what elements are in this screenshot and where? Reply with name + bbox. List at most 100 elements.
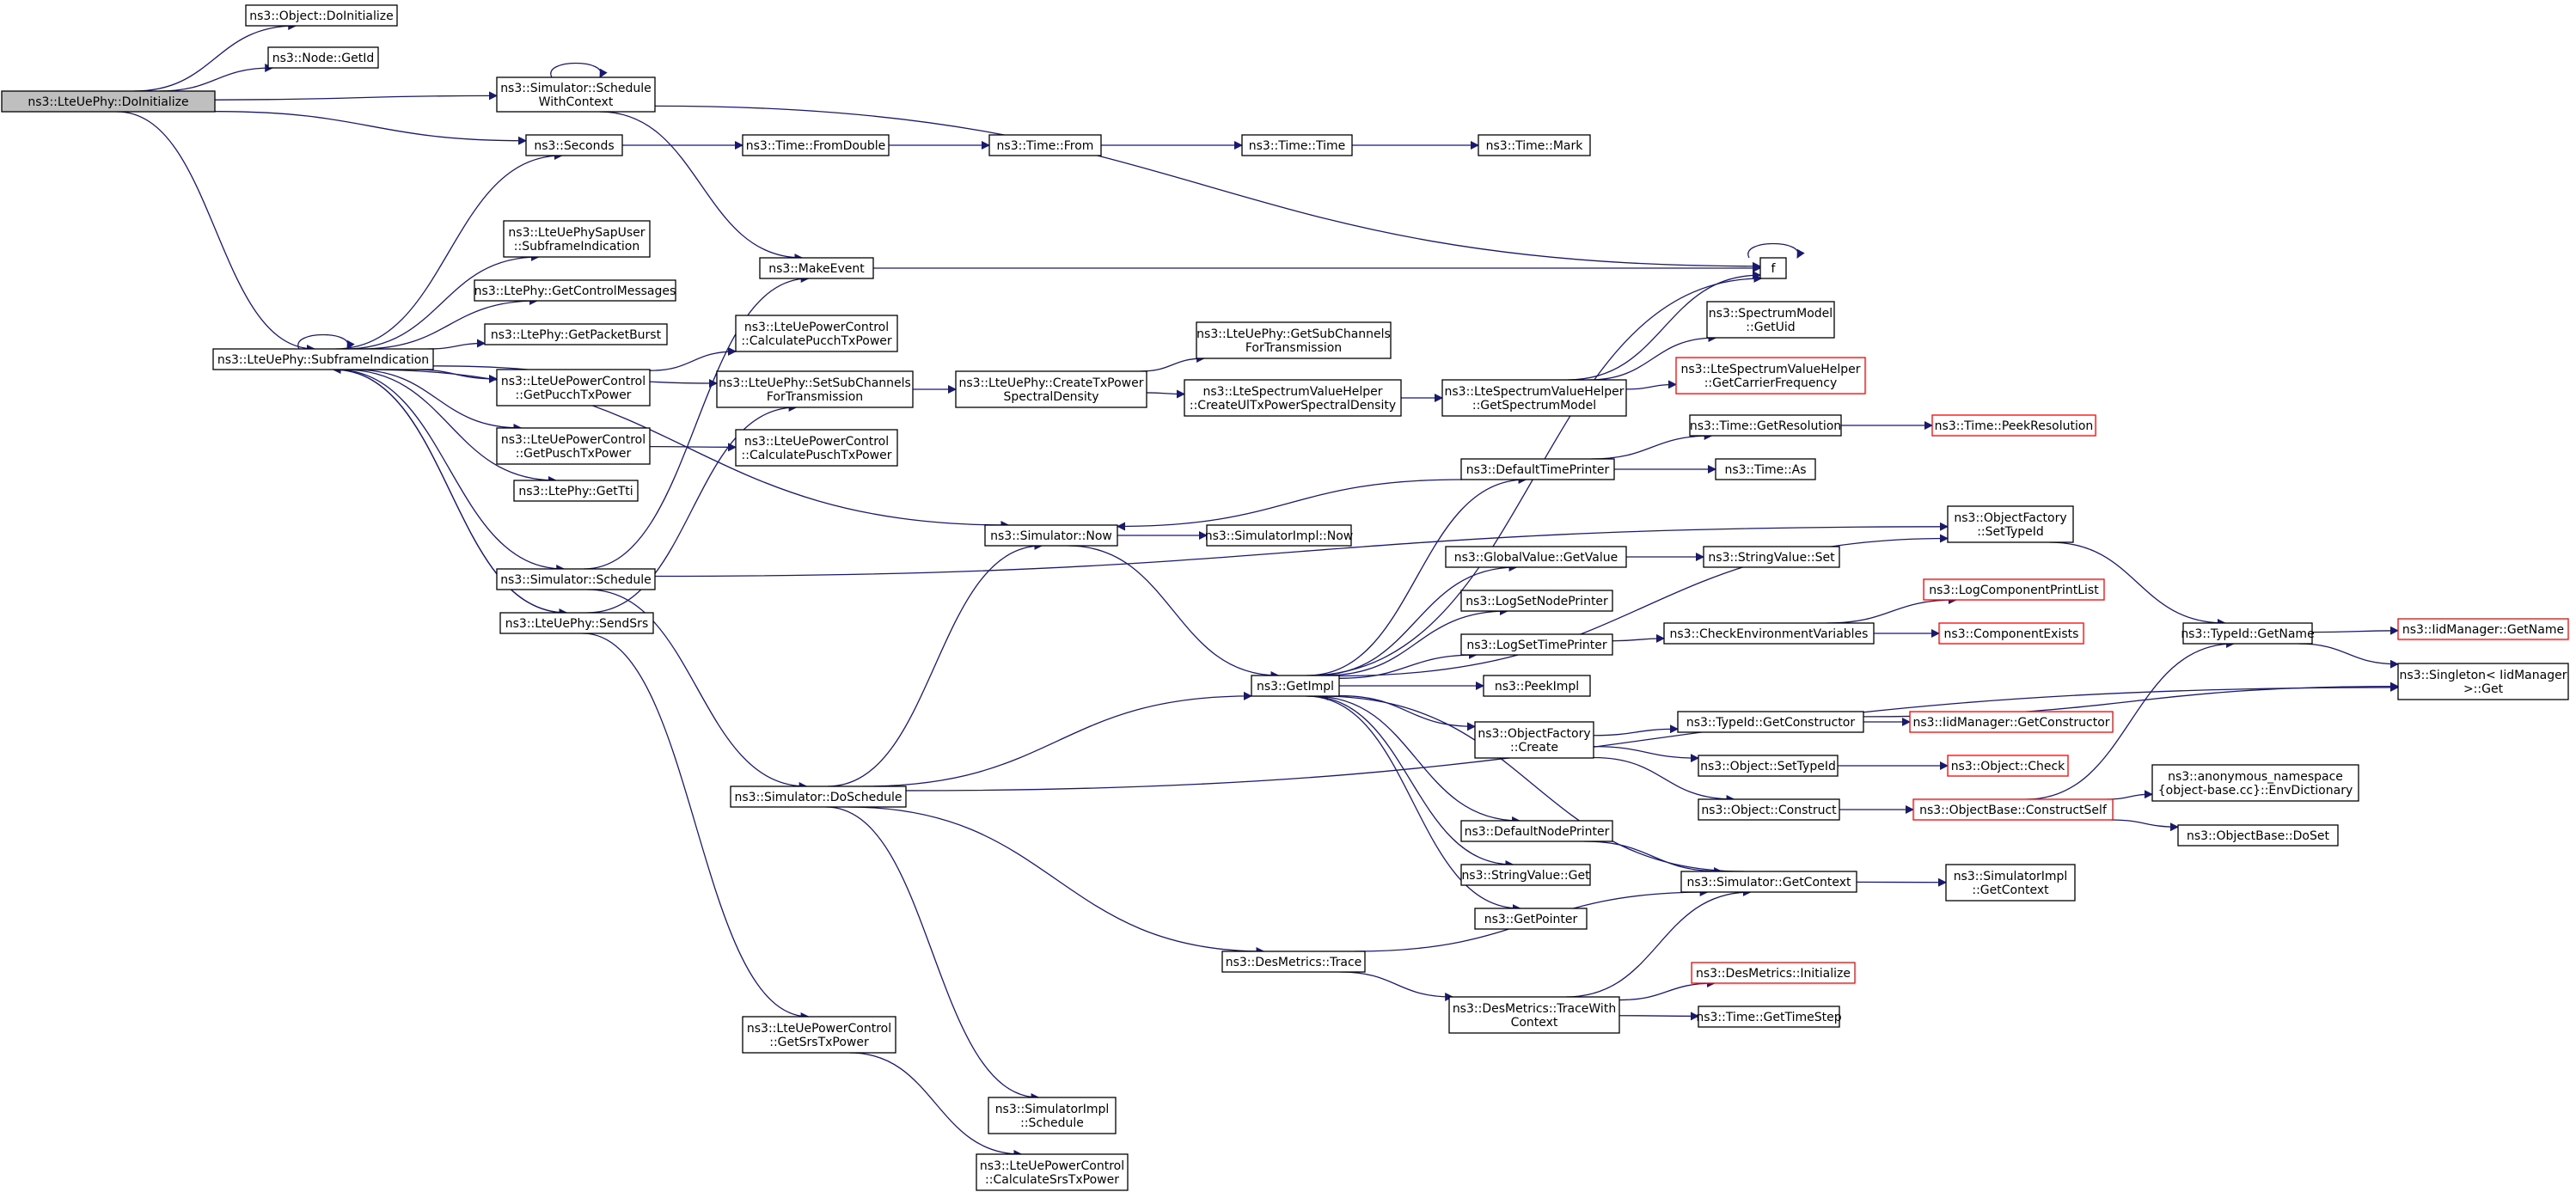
node-gettti[interactable]: ns3::LtePhy::GetTti: [513, 480, 639, 502]
node-sendsrs[interactable]: ns3::LteUePhy::SendSrs: [499, 612, 654, 634]
node-peekimpl[interactable]: ns3::PeekImpl: [1483, 675, 1591, 697]
call-edge-doschedule-to-singleton: [905, 682, 2399, 792]
node-calcsrs[interactable]: ns3::LteUePowerControl::CalculateSrsTxPo…: [976, 1153, 1129, 1191]
node-implnow[interactable]: ns3::SimulatorImpl::Now: [1205, 524, 1354, 547]
node-label: ns3::anonymous_namespace: [2168, 770, 2343, 784]
node-box: [267, 46, 379, 69]
node-deftimeprinter[interactable]: ns3::DefaultTimePrinter: [1460, 458, 1615, 480]
node-seconds[interactable]: ns3::Seconds: [525, 134, 623, 156]
call-edge-subframe-to-schedule: [334, 369, 566, 573]
node-label: ns3::DesMetrics::TraceWith: [1453, 1002, 1616, 1016]
node-strget[interactable]: ns3::StringValue::Get: [1460, 864, 1591, 886]
node-createul[interactable]: ns3::LteSpectrumValueHelper::CreateUlTxP…: [1184, 379, 1402, 417]
node-box: [1691, 962, 1856, 984]
node-envdict[interactable]: ns3::anonymous_namespace{object-base.cc}…: [2151, 764, 2359, 802]
node-timeas[interactable]: ns3::Time::As: [1715, 458, 1816, 480]
node-box: [1221, 951, 1366, 973]
node-label: ns3::CheckEnvironmentVariables: [1670, 627, 1869, 641]
node-getpucch[interactable]: ns3::LteUePowerControl::GetPucchTxPower: [496, 369, 651, 407]
node-box: [1706, 301, 1835, 339]
node-iidgetctor[interactable]: ns3::IidManager::GetConstructor: [1909, 711, 2114, 733]
node-box: [212, 348, 434, 370]
node-schedule[interactable]: ns3::Simulator::Schedule: [496, 568, 656, 590]
node-objcreate[interactable]: ns3::ObjectFactory::Create: [1474, 721, 1594, 759]
node-makeevent[interactable]: ns3::MakeEvent: [759, 257, 874, 279]
node-setsub[interactable]: ns3::LteUePhy::SetSubChannelsForTransmis…: [716, 370, 914, 408]
node-label: ::GetPuschTxPower: [516, 447, 632, 461]
node-objinit[interactable]: ns3::Object::DoInitialize: [245, 4, 398, 27]
node-time[interactable]: ns3::Time::Time: [1241, 134, 1353, 156]
node-sapuser[interactable]: ns3::LteUePhySapUser::SubframeIndication: [503, 220, 651, 258]
node-label: ::CalculatePucchTxPower: [741, 334, 892, 348]
call-edge-doschedule-to-now: [827, 541, 1043, 787]
call-edge-getimpl-to-defnodeprinter: [1312, 695, 1521, 825]
node-box: [484, 323, 668, 345]
node-label: ns3::DesMetrics::Trace: [1226, 956, 1362, 969]
node-now[interactable]: ns3::Simulator::Now: [984, 524, 1118, 547]
node-typegetname[interactable]: ns3::TypeId::GetName: [2181, 622, 2315, 645]
node-checkenv[interactable]: ns3::CheckEnvironmentVariables: [1663, 622, 1875, 645]
node-label: ns3::GetPointer: [1484, 913, 1578, 926]
node-getimpl[interactable]: ns3::GetImpl: [1251, 675, 1340, 697]
node-getctrl[interactable]: ns3::LtePhy::GetControlMessages: [474, 279, 676, 302]
node-label: ns3::Seconds: [534, 139, 614, 153]
node-getpusch[interactable]: ns3::LteUePowerControl::GetPuschTxPower: [496, 427, 651, 465]
node-getpointer[interactable]: ns3::GetPointer: [1474, 908, 1588, 930]
node-box: [759, 257, 874, 279]
call-edge-schedctx-to-f: [654, 105, 1761, 271]
node-doset[interactable]: ns3::ObjectBase::DoSet: [2177, 824, 2339, 847]
node-doschedule[interactable]: ns3::Simulator::DoSchedule: [730, 785, 907, 808]
node-box: [2151, 764, 2359, 802]
node-subframe[interactable]: ns3::LteUePhy::SubframeIndication: [212, 348, 434, 370]
node-getpkt[interactable]: ns3::LtePhy::GetPacketBurst: [484, 323, 668, 345]
node-box: [1715, 458, 1816, 480]
node-label: ::GetSrsTxPower: [769, 1036, 869, 1049]
node-label: ns3::Time::From: [997, 139, 1094, 153]
node-gettimestep[interactable]: ns3::Time::GetTimeStep: [1696, 1006, 1842, 1028]
node-getspecmodel[interactable]: ns3::LteSpectrumValueHelper::GetSpectrum…: [1441, 379, 1627, 417]
node-getsub[interactable]: ns3::LteUePhy::GetSubChannelsForTransmis…: [1196, 321, 1392, 359]
node-implsched[interactable]: ns3::SimulatorImpl::Schedule: [988, 1097, 1117, 1134]
node-iidgetname[interactable]: ns3::IidManager::GetName: [2397, 618, 2569, 640]
node-strset[interactable]: ns3::StringValue::Set: [1703, 546, 1840, 568]
node-destrace[interactable]: ns3::DesMetrics::Trace: [1221, 951, 1366, 973]
node-carrierfreq[interactable]: ns3::LteSpectrumValueHelper::GetCarrierF…: [1675, 357, 1866, 394]
node-createtx[interactable]: ns3::LteUePhy::CreateTxPowerSpectralDens…: [955, 370, 1147, 408]
node-lognode[interactable]: ns3::LogSetNodePrinter: [1460, 590, 1613, 612]
node-globalval[interactable]: ns3::GlobalValue::GetValue: [1445, 546, 1627, 568]
node-objcheck[interactable]: ns3::Object::Check: [1947, 755, 2069, 777]
node-nodeget[interactable]: ns3::Node::GetId: [267, 46, 379, 69]
node-logtime[interactable]: ns3::LogSetTimePrinter: [1460, 633, 1613, 656]
node-compexists[interactable]: ns3::ComponentExists: [1938, 622, 2084, 645]
node-defnodeprinter[interactable]: ns3::DefaultNodePrinter: [1460, 820, 1613, 842]
node-objconstruct[interactable]: ns3::Object::Construct: [1698, 798, 1840, 821]
node-getctor[interactable]: ns3::TypeId::GetConstructor: [1677, 711, 1864, 733]
node-label: ::SetTypeId: [1977, 525, 2044, 539]
node-box: [735, 429, 898, 467]
node-singleton[interactable]: ns3::Singleton< IidManager >::Get: [2397, 663, 2569, 700]
node-calcpucch[interactable]: ns3::LteUePowerControl::CalculatePucchTx…: [735, 315, 898, 352]
node-label: ns3::LtePhy::GetTti: [518, 485, 633, 498]
node-calcpusch[interactable]: ns3::LteUePowerControl::CalculatePuschTx…: [735, 429, 898, 467]
node-getres[interactable]: ns3::Time::GetResolution: [1689, 414, 1842, 437]
node-desinit[interactable]: ns3::DesMetrics::Initialize: [1691, 962, 1856, 984]
node-from[interactable]: ns3::Time::From: [988, 134, 1102, 156]
node-objsettypeid[interactable]: ns3::Object::SetTypeId: [1698, 755, 1839, 777]
node-fromdouble[interactable]: ns3::Time::FromDouble: [742, 134, 890, 156]
node-f[interactable]: f: [1759, 257, 1787, 279]
node-implgetctx[interactable]: ns3::SimulatorImpl::GetContext: [1945, 864, 2076, 902]
node-getsrs[interactable]: ns3::LteUePowerControl::GetSrsTxPower: [742, 1016, 896, 1054]
node-getcontext[interactable]: ns3::Simulator::GetContext: [1680, 871, 1857, 893]
node-peekres[interactable]: ns3::Time::PeekResolution: [1931, 414, 2096, 437]
call-edge-getpusch-to-calcpusch: [649, 443, 737, 452]
node-box: [1680, 871, 1857, 893]
node-constructself[interactable]: ns3::ObjectBase::ConstructSelf: [1912, 798, 2114, 821]
node-box: [1184, 379, 1402, 417]
node-logcompprint[interactable]: ns3::LogComponentPrintList: [1923, 578, 2105, 601]
node-label: ns3::LtePhy::GetPacketBurst: [491, 328, 662, 342]
node-settypeid[interactable]: ns3::ObjectFactory::SetTypeId: [1947, 505, 2074, 543]
node-specuid[interactable]: ns3::SpectrumModel::GetUid: [1706, 301, 1835, 339]
node-mark[interactable]: ns3::Time::Mark: [1478, 134, 1591, 156]
